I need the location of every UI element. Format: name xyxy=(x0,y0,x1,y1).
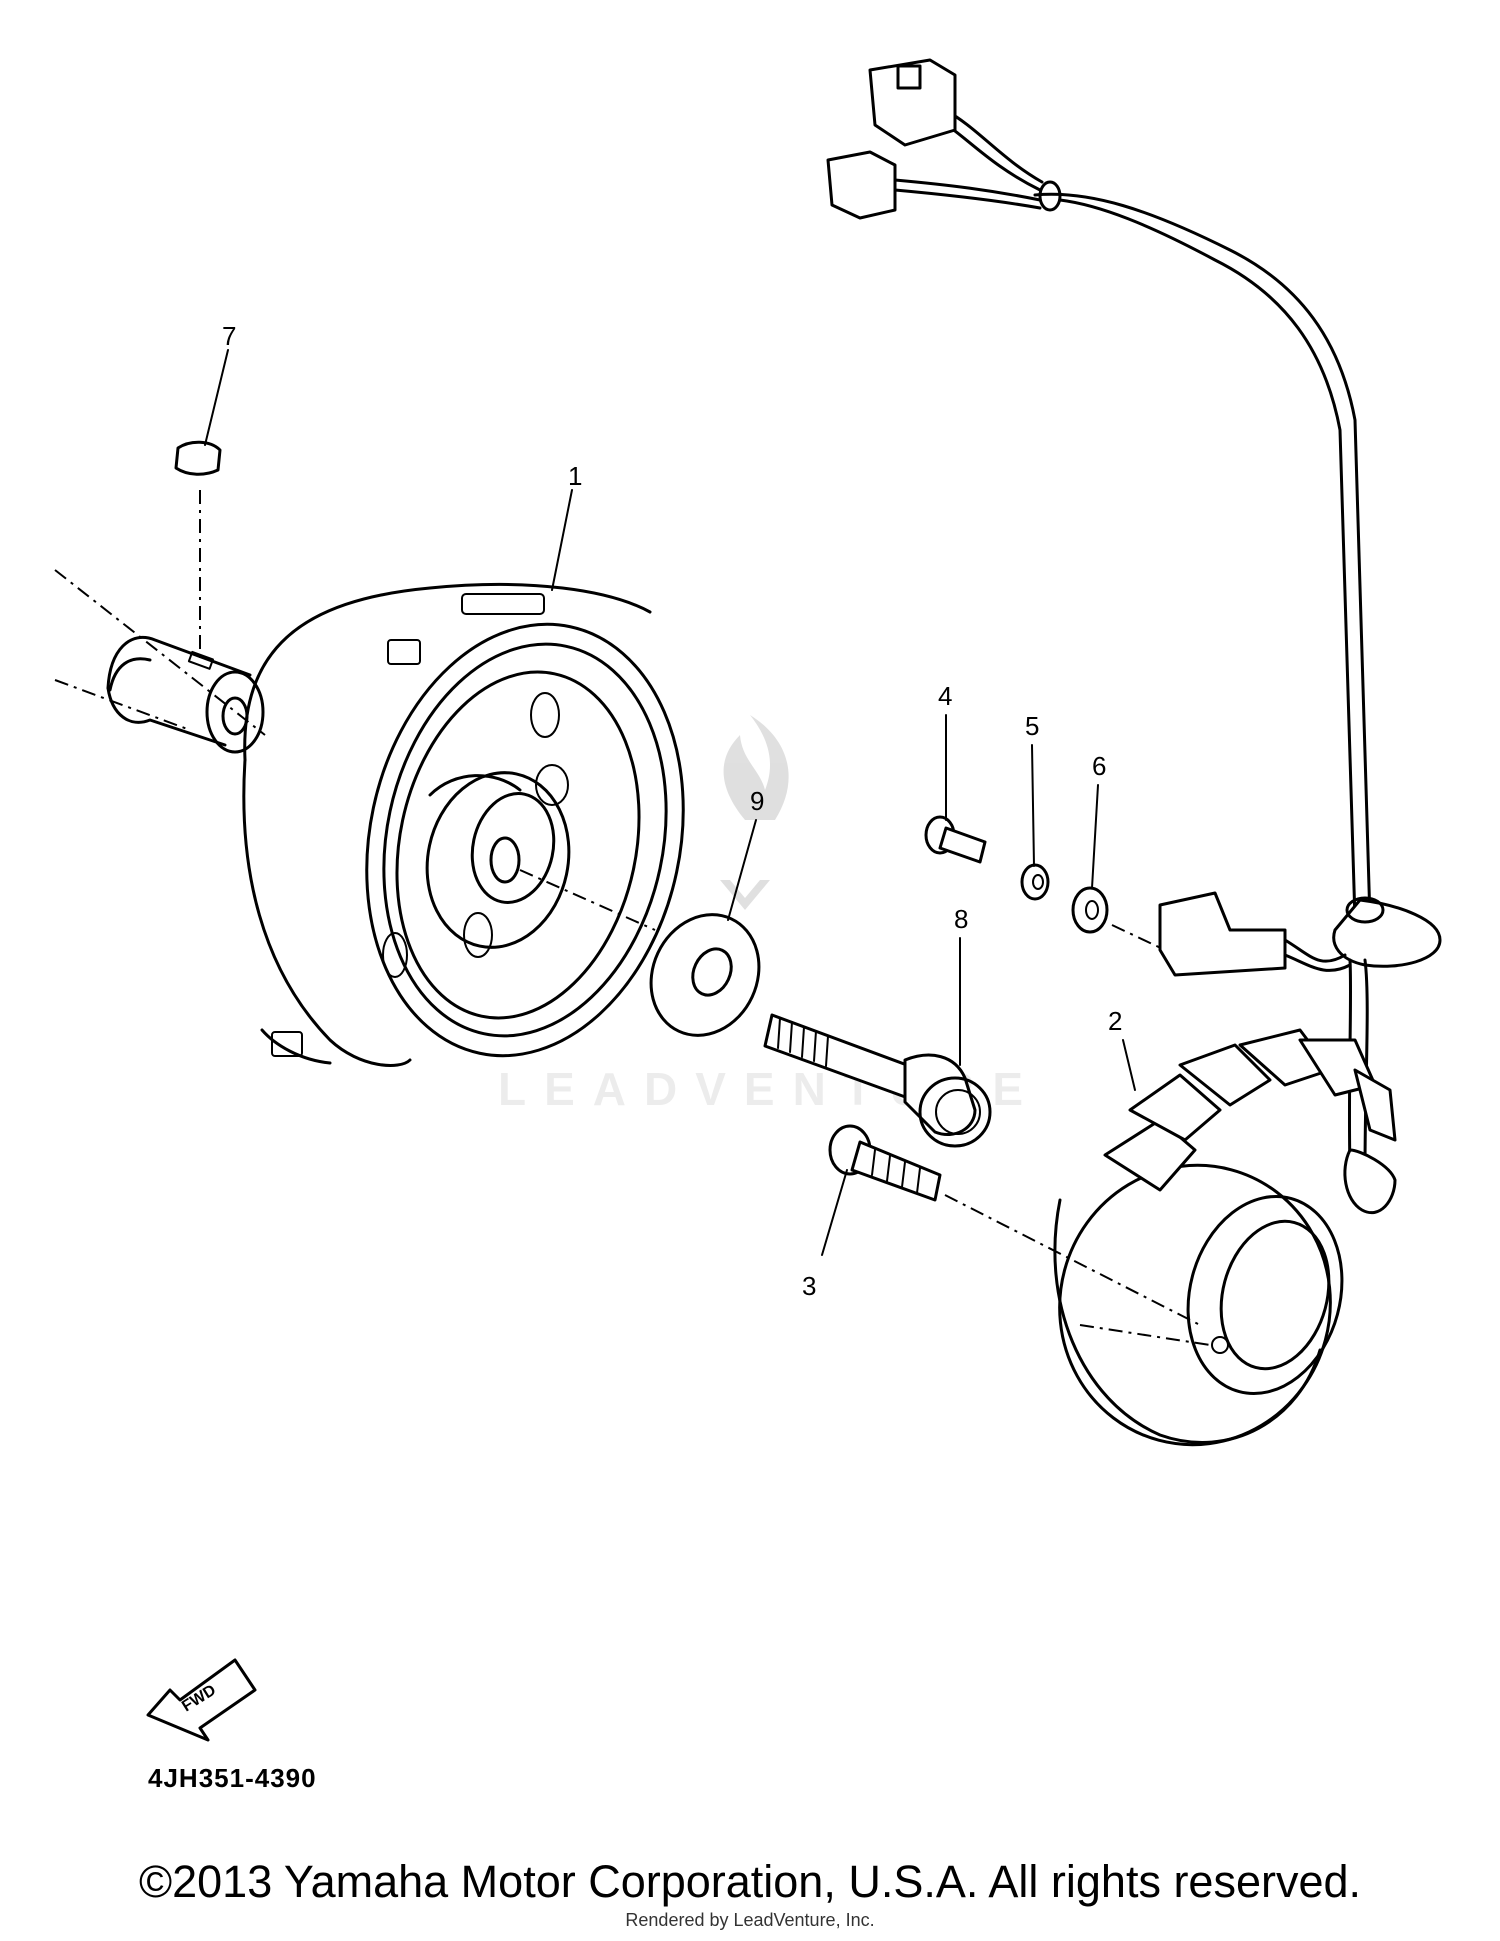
diagram-code: 4JH351-4390 xyxy=(148,1763,317,1793)
fwd-arrow-icon: FWD xyxy=(146,1658,257,1742)
callout-4: 4 xyxy=(938,681,952,711)
stator-screw xyxy=(828,1124,1201,1326)
washer xyxy=(649,913,761,1037)
small-bolt xyxy=(924,815,987,864)
watermark-logo xyxy=(720,715,789,910)
copyright-notice: ©2013 Yamaha Motor Corporation, U.S.A. A… xyxy=(138,1856,1362,1907)
stator-assembly xyxy=(1053,1028,1397,1447)
rotor-bolt xyxy=(763,1013,992,1148)
callout-3: 3 xyxy=(802,1271,816,1301)
callout-7: 7 xyxy=(222,321,236,351)
callout-9: 9 xyxy=(750,786,764,816)
crankshaft-end xyxy=(54,569,266,754)
leader-lines xyxy=(204,349,1136,1256)
woodruff-key xyxy=(174,440,222,658)
wire-harness xyxy=(826,58,1442,1172)
callout-5: 5 xyxy=(1025,711,1039,741)
lock-washer xyxy=(1020,863,1050,901)
rendered-by-notice: Rendered by LeadVenture, Inc. xyxy=(625,1910,875,1930)
callout-2: 2 xyxy=(1108,1006,1122,1036)
rotor-flywheel xyxy=(242,582,685,1067)
callout-1: 1 xyxy=(568,461,582,491)
plain-washer xyxy=(1071,886,1166,951)
callout-6: 6 xyxy=(1092,751,1106,781)
callout-8: 8 xyxy=(954,904,968,934)
